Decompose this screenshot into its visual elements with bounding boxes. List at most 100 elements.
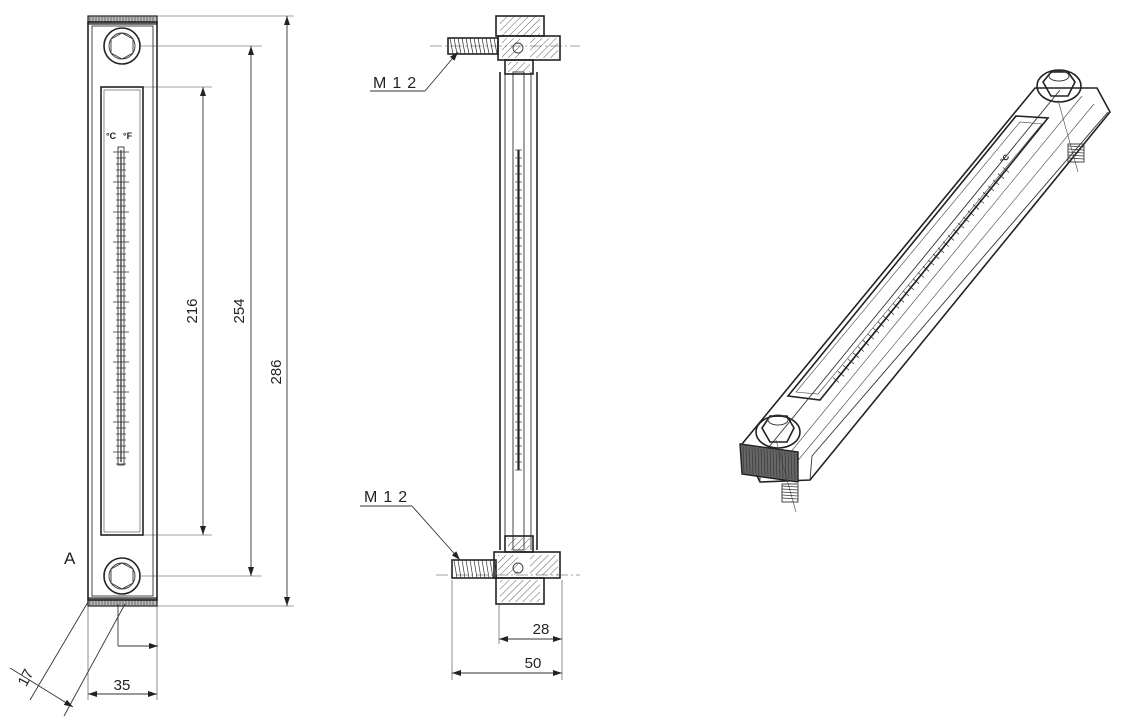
iso-scale-tick: [897, 296, 905, 303]
iso-scale-tick: [857, 346, 865, 352]
iso-scale-tick: [922, 266, 930, 272]
thread-line: [481, 37, 486, 55]
thermometer-scale: [113, 146, 129, 466]
dim-216-label: 216: [184, 298, 201, 323]
isometric-view: °C: [739, 69, 1111, 513]
iso-knurl-line: [745, 446, 748, 474]
iso-scale-tick: [947, 235, 955, 241]
iso-scale-tick: [887, 309, 895, 315]
iso-knurl-line: [748, 446, 751, 474]
iso-knurl-line: [754, 447, 757, 475]
thread-top-leader: [370, 51, 459, 92]
extension-lines: [87, 15, 294, 700]
top-bolt: [103, 27, 141, 65]
stud-thread-line: [1067, 151, 1085, 154]
dim-17-label: 17: [15, 667, 38, 690]
iso-scale-tick: [917, 272, 925, 278]
dim-50-label: 50: [525, 655, 542, 672]
thread-label-top: M12: [373, 75, 422, 92]
iso-knurl-line: [769, 449, 772, 477]
iso-stud-top: [1057, 99, 1085, 173]
iso-scale-tick: [912, 278, 920, 284]
thread-bottom-leader: [360, 505, 461, 561]
iso-knurl-line: [772, 449, 775, 478]
iso-knurl-line: [751, 447, 754, 475]
gauge-body: [87, 21, 158, 601]
bottom-bolt: [103, 557, 141, 595]
iso-scale-tick: [977, 198, 985, 204]
iso-knurl-line: [775, 450, 778, 478]
iso-scale-tick: [852, 352, 860, 359]
iso-scale-tick: [832, 377, 840, 383]
iso-scale-tick: [902, 290, 910, 297]
dim-286-label: 286: [268, 359, 285, 384]
iso-knurl-line: [784, 451, 787, 479]
stud-thread-line: [1067, 157, 1085, 160]
stud-thread-line: [781, 494, 799, 497]
iso-knurl-line: [796, 453, 799, 481]
iso-scale-tick: [837, 371, 845, 377]
iso-knurl-line: [781, 451, 784, 479]
thread-line: [485, 559, 490, 579]
iso-knurl-line: [793, 452, 796, 480]
iso-scale-tick: [987, 185, 995, 192]
iso-scale-tick: [982, 191, 990, 198]
iso-scale-tick: [992, 179, 1000, 186]
iso-bolt-top: [1036, 69, 1082, 103]
iso-end-cap: [739, 443, 799, 483]
iso-scale-tick: [972, 204, 980, 210]
scale-unit-c: °C: [106, 131, 117, 141]
stud-thread-line: [781, 491, 799, 494]
sight-glass: [100, 86, 144, 536]
iso-scale-tick: [957, 222, 965, 229]
thread-line: [465, 37, 470, 55]
iso-scale-tick: [867, 333, 875, 340]
iso-scale-tick: [942, 241, 950, 247]
top-cap: [87, 15, 158, 25]
iso-scale-tick: [892, 303, 900, 309]
thread-label-bottom: M12: [364, 489, 413, 506]
iso-knurl-line: [763, 448, 766, 476]
side-view: M12 M12 28 50: [360, 15, 580, 680]
section-label-a: A: [64, 549, 76, 568]
iso-scale-tick: [842, 364, 850, 371]
iso-knurl-line: [787, 451, 790, 480]
iso-knurl-line: [790, 452, 793, 480]
iso-scale-tick: [882, 315, 890, 322]
stud-thread-line: [781, 485, 799, 488]
section-a-leader: [117, 604, 158, 649]
dim-17-lines: [9, 601, 126, 717]
stud-thread-line: [1067, 154, 1085, 157]
iso-stud-bottom: [775, 439, 799, 513]
dim-254-label: 254: [231, 298, 248, 323]
iso-scale-tick: [862, 340, 870, 346]
stud-thread-line: [1067, 148, 1085, 151]
thread-line: [461, 37, 466, 55]
iso-knurl-line: [757, 447, 760, 476]
iso-sight-glass: [786, 115, 1050, 401]
scale-unit-f: °F: [123, 131, 133, 141]
iso-scale-tick: [932, 253, 940, 260]
thread-line: [465, 559, 470, 579]
stud-thread-line: [781, 497, 799, 500]
iso-scale-tick: [1002, 167, 1010, 173]
iso-scale-tick: [937, 247, 945, 254]
iso-scale-tick: [997, 173, 1005, 179]
iso-knurl-line: [760, 448, 763, 476]
iso-scale-tick: [872, 327, 880, 334]
iso-scale-tick: [967, 210, 975, 217]
iso-scale-tick: [962, 216, 970, 223]
top-fitting: [430, 15, 580, 75]
iso-bolt-bottom: [755, 414, 801, 449]
dim-28-label: 28: [533, 621, 550, 638]
iso-knurl-line: [778, 450, 781, 478]
iso-scale-tick: [952, 228, 960, 235]
iso-scale-tick: [927, 259, 935, 266]
iso-scale-tick: [907, 284, 915, 291]
iso-scale-tick: [847, 358, 855, 365]
dim-35-label: 35: [114, 677, 131, 694]
front-view: °C °F 216 254 286 35 A: [9, 15, 294, 717]
iso-knurl-line: [742, 445, 745, 474]
bottom-fitting: [436, 535, 580, 605]
